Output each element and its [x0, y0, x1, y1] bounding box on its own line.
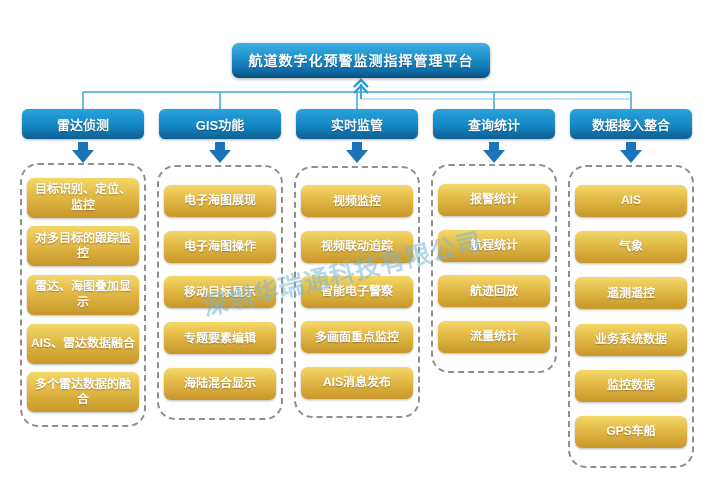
feature-box: 业务系统数据: [575, 323, 687, 356]
feature-box: 电子海图操作: [164, 230, 276, 263]
down-arrow-icon-3: [346, 142, 368, 163]
feature-box: 视频监控: [301, 185, 413, 218]
feature-box: 航迹回放: [438, 275, 550, 308]
panel-query-statistics: 报警统计 航程统计 航迹回放 流量统计: [431, 164, 557, 373]
feature-box: 多画面重点监控: [301, 321, 413, 354]
category-header-data-integration: 数据接入整合: [570, 109, 692, 139]
down-arrow-icon-5: [620, 142, 642, 163]
down-arrow-icon-2: [209, 142, 231, 163]
panel-realtime-supervision: 视频监控 视频联动追踪 智能电子警察 多画面重点监控 AIS消息发布: [294, 166, 420, 418]
feature-box: 专题要素编辑: [164, 322, 276, 355]
category-header-realtime-supervision: 实时监管: [296, 109, 418, 139]
feature-box: 海陆混合显示: [164, 368, 276, 401]
platform-title-box: 航道数字化预警监测指挥管理平台: [232, 43, 490, 78]
feature-box: 遥测遥控: [575, 277, 687, 310]
connector-lines: [82, 84, 632, 109]
feature-box: 对多目标的跟踪监控: [27, 226, 139, 267]
down-arrows: [72, 142, 642, 163]
panel-data-integration: AIS 气象 遥测遥控 业务系统数据 监控数据 GPS车船: [568, 165, 694, 468]
feature-box: AIS、雷达数据融合: [27, 323, 139, 364]
feature-box: 监控数据: [575, 369, 687, 402]
feature-box: 雷达、海图叠加显示: [27, 274, 139, 315]
feature-box: AIS消息发布: [301, 366, 413, 399]
feature-box: 目标识别、定位、监控: [27, 177, 139, 218]
feature-box: 航程统计: [438, 229, 550, 262]
down-arrow-icon-1: [72, 142, 94, 163]
category-header-gis-functions: GIS功能: [159, 109, 281, 139]
feature-box: AIS: [575, 185, 687, 218]
panel-gis-functions: 电子海图展现 电子海图操作 移动目标显示 专题要素编辑 海陆混合显示: [157, 165, 283, 420]
feature-box: 移动目标显示: [164, 276, 276, 309]
feature-box: 气象: [575, 231, 687, 264]
feature-box: 电子海图展现: [164, 184, 276, 217]
panel-radar-detection: 目标识别、定位、监控 对多目标的跟踪监控 雷达、海图叠加显示 AIS、雷达数据融…: [20, 163, 146, 427]
feature-box: 流量统计: [438, 321, 550, 354]
category-header-radar-detection: 雷达侦测: [22, 109, 144, 139]
feature-box: 报警统计: [438, 183, 550, 216]
feature-box: 智能电子警察: [301, 275, 413, 308]
feature-box: 视频联动追踪: [301, 230, 413, 263]
category-header-query-statistics: 查询统计: [433, 109, 555, 139]
feature-box: GPS车船: [575, 415, 687, 448]
down-arrow-icon-4: [483, 142, 505, 163]
up-arrow-icon: [353, 78, 369, 94]
feature-box: 多个雷达数据的融合: [27, 372, 139, 413]
